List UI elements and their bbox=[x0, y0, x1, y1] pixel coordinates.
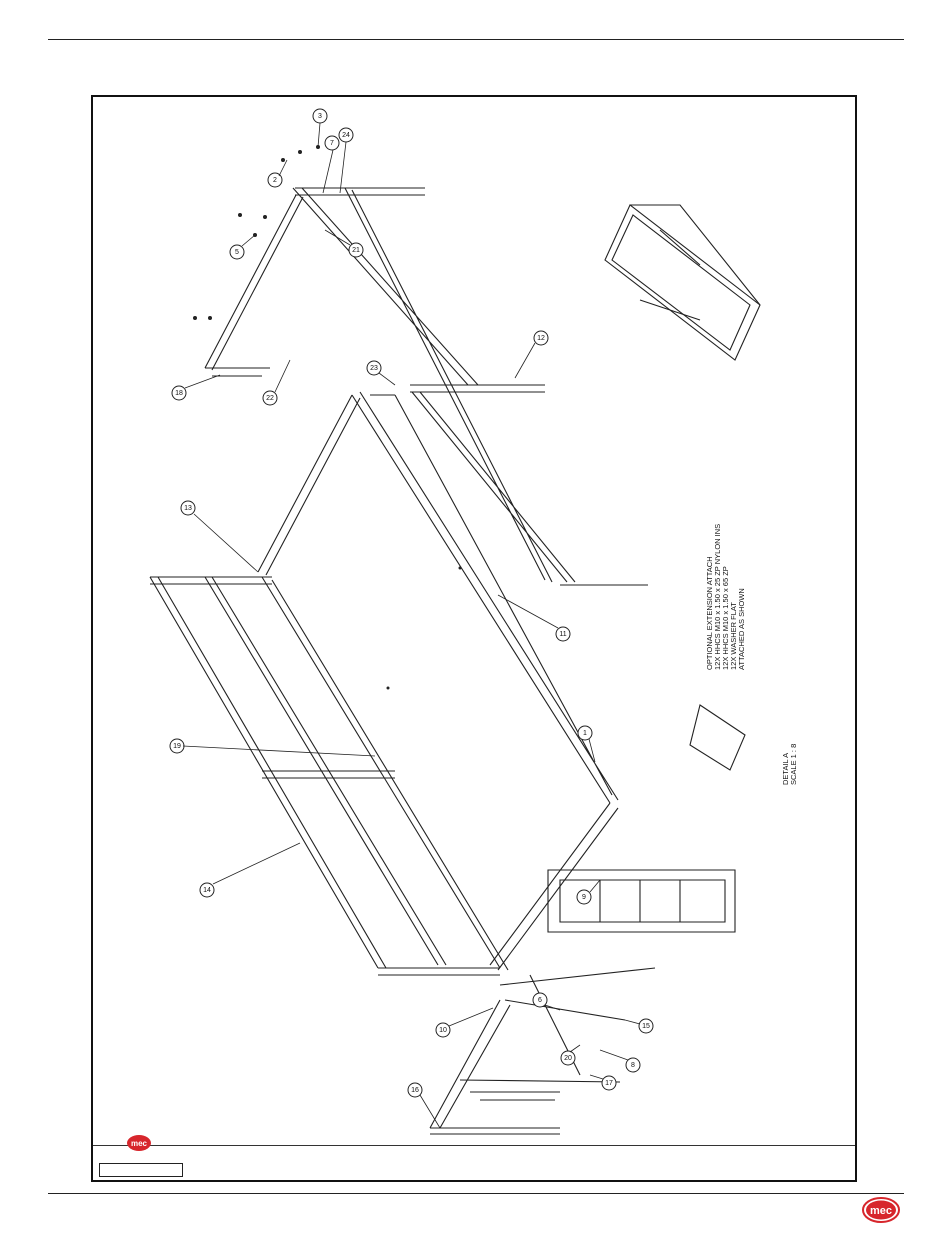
callout-label: 13 bbox=[184, 505, 192, 512]
mec-logo-small: mec bbox=[126, 1134, 152, 1152]
callout-label: 2 bbox=[273, 177, 277, 184]
callout-label: 17 bbox=[605, 1080, 613, 1087]
callout-label: 8 bbox=[631, 1062, 635, 1069]
callout-label: 3 bbox=[318, 113, 322, 120]
logo-text: mec bbox=[131, 1139, 148, 1148]
callout-label: 7 bbox=[330, 140, 334, 147]
callout-label: 14 bbox=[203, 887, 211, 894]
callout-label: 5 bbox=[235, 249, 239, 256]
callout-label: 11 bbox=[559, 631, 566, 638]
note-line: ATTACHED AS SHOWN bbox=[737, 588, 746, 670]
callout-bubbles: 1 2 3 5 6 7 8 9 10 11 12 13 14 15 16 17 … bbox=[170, 109, 653, 1097]
callout-label: 15 bbox=[642, 1023, 650, 1030]
mec-logo-corner: mec bbox=[861, 1195, 903, 1225]
line-art bbox=[150, 188, 760, 1134]
callout-label: 22 bbox=[266, 395, 274, 402]
callout-label: 18 bbox=[175, 390, 183, 397]
callout-label: 9 bbox=[582, 894, 586, 901]
logo-text: mec bbox=[870, 1205, 892, 1217]
detail-scale: SCALE 1 : 8 bbox=[789, 744, 798, 785]
optional-extension-note: OPTIONAL EXTENSION ATTACH 12X HHCS M10 x… bbox=[705, 524, 746, 670]
callout-label: 23 bbox=[370, 365, 378, 372]
callout-label: 19 bbox=[173, 743, 181, 750]
callout-label: 20 bbox=[564, 1055, 572, 1062]
callout-label: 12 bbox=[537, 335, 545, 342]
callout-label: 24 bbox=[342, 132, 350, 139]
callout-label: 16 bbox=[411, 1087, 419, 1094]
callout-label: 1 bbox=[583, 730, 587, 737]
callout-label: 21 bbox=[352, 247, 360, 254]
detail-a-note: DETAIL A SCALE 1 : 8 bbox=[781, 744, 798, 785]
callout-label: 6 bbox=[538, 997, 542, 1004]
callout-label: 10 bbox=[439, 1027, 447, 1034]
